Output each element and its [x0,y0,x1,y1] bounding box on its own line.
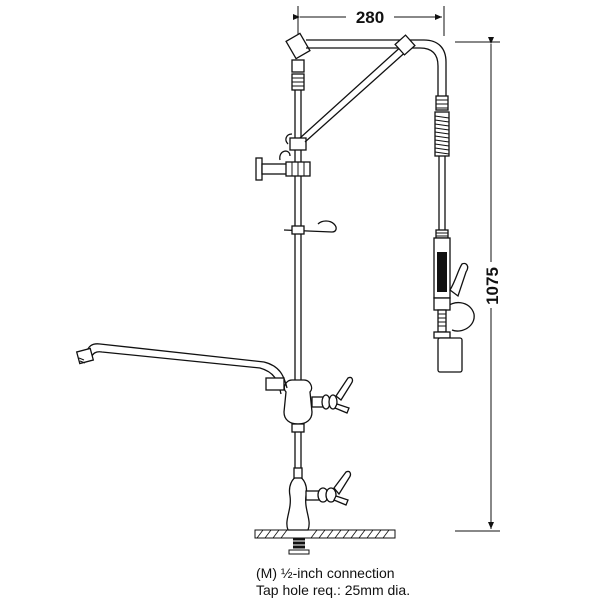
riser-clamp [285,133,307,151]
upper-valve-body [283,376,354,433]
hose-spring [434,111,450,157]
connection-note-prefix: (M) [256,565,281,581]
wall-bracket [255,150,311,181]
tap-hole-note: Tap hole req.: 25mm dia. [256,582,411,598]
spray-head [433,331,463,373]
connection-note-fraction: ½ [280,565,293,581]
threaded-connection [288,538,310,555]
top-elbow [285,32,311,91]
width-dimension: 280 [293,6,445,36]
width-label: 280 [356,8,384,27]
hose-fitting-top [435,95,449,111]
connection-note-suffix: -inch connection [292,565,395,581]
hose [438,156,446,230]
diagonal-support [299,34,416,143]
lower-valve-body [286,467,352,531]
swing-spout [75,343,288,395]
connection-note: (M) ½-inch connection [256,565,395,582]
height-dimension: 1075 [455,37,504,532]
height-label: 1075 [483,267,502,305]
overhead-arm [306,39,447,96]
hose-hook [283,220,337,235]
spray-valve [433,229,475,333]
width-label-bg [346,6,394,28]
counter-top [254,529,396,539]
height-label-bg [480,262,504,308]
